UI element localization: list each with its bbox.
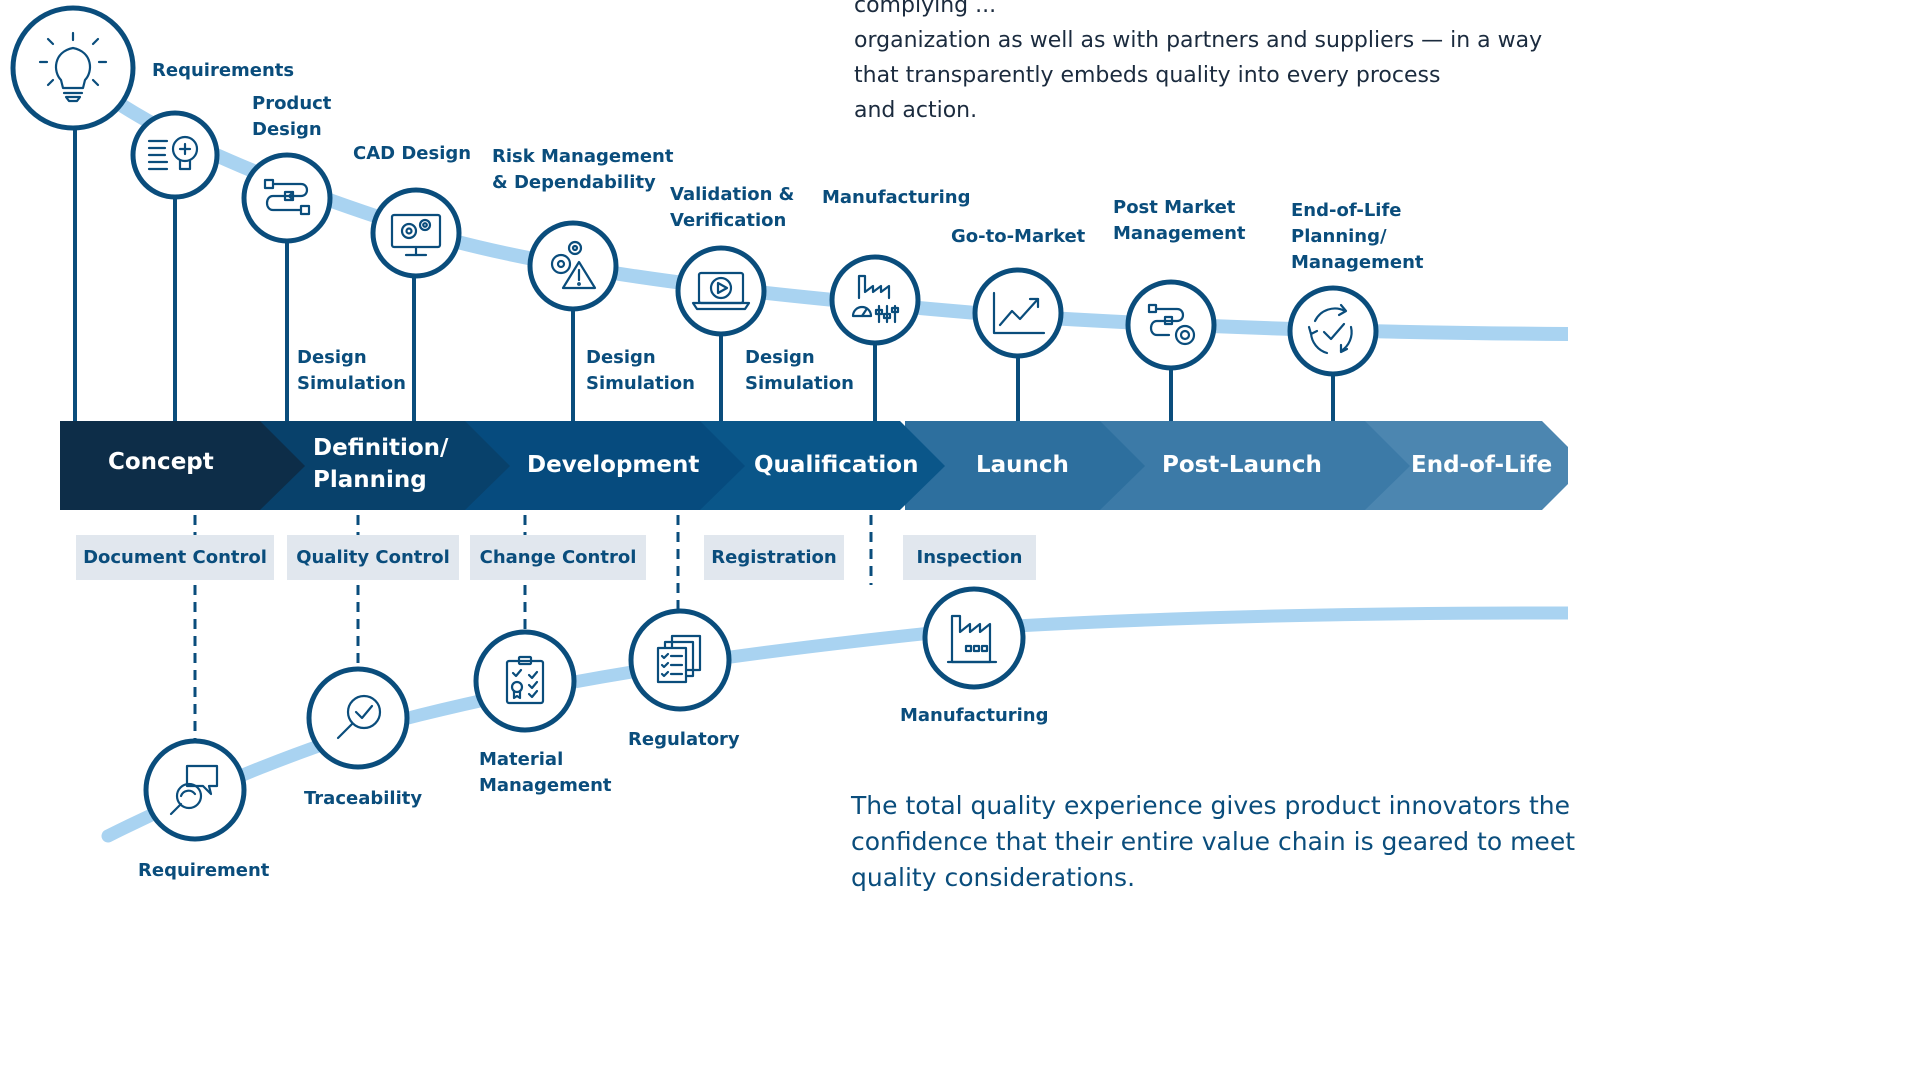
intro-line: organization as well as with partners an… [854,28,1543,53]
phase-label-concept: Concept [108,449,214,475]
tag-change-control: Change Control [470,535,646,580]
lower-label-manufacturing: Manufacturing [900,705,1049,726]
tag-registration: Registration [704,535,844,580]
dashed-connectors [193,515,873,741]
milestone-label-cad-design: CAD Design [353,143,472,164]
lower-label-traceability: Traceability [304,788,423,809]
lower-curve [101,606,1568,843]
process-flow-icon [263,178,311,216]
growth-chart-icon [992,291,1046,335]
magnifier-check-icon [336,694,382,740]
simulation-label: Design Simulation [586,347,695,394]
phase-band-definition [260,421,510,510]
lower-label-regulatory: Regulatory [628,729,740,750]
milestone-label-requirements: Requirements [152,60,295,81]
lower-label-requirement: Requirement [138,860,270,881]
phase-band-concept [60,421,305,510]
phase-band-end-of-life [1360,421,1568,510]
phase-label-post-launch: Post-Launch [1162,452,1322,478]
monitor-gears-icon [390,213,442,257]
phase-label-qualification: Qualification [754,452,919,478]
phase-label-development: Development [527,452,700,478]
milestone-label-manufacturing: Manufacturing [822,187,971,208]
phase-band-post-launch [1090,421,1410,510]
upper-circles [10,5,1379,377]
closing-line: The total quality experience gives produ… [851,791,1571,820]
clipboard-checklist-icon [505,655,545,705]
lightbulb-icon [38,31,108,103]
closing-paragraph: The total quality experience gives produ… [851,788,1575,896]
intro-paragraph: complying ... organization as well as wi… [854,0,1542,128]
factory-icon [946,614,998,664]
timeline-graphic [10,5,1568,843]
milestone-label-post-market: Post Market Management [1113,197,1246,244]
milestone-label-risk-management: Risk Management & Dependability [492,146,674,193]
lower-circles [143,586,1026,842]
phase-label-launch: Launch [976,452,1069,478]
phase-band-launch [905,421,1145,510]
phase-band-development [465,421,745,510]
circle-requirements [10,5,136,131]
milestone-label-go-to-market: Go-to-Market [951,226,1086,247]
idea-list-icon [147,135,199,171]
flow-gear-icon [1147,303,1196,346]
tag-quality-control: Quality Control [287,535,459,580]
lower-label-material-management: Material Management [479,749,612,796]
gears-warning-icon [550,240,597,290]
intro-line: and action. [854,98,978,123]
intro-line: complying ... [854,0,997,18]
intro-line: that transparently embeds quality into e… [854,63,1441,88]
laptop-play-icon [691,271,751,311]
simulation-label: Design Simulation [297,347,406,394]
phase-band-qualification [700,421,945,510]
milestone-label-validation: Validation & Verification [670,184,795,231]
tag-inspection: Inspection [903,535,1036,580]
documents-stack-icon [656,634,702,684]
recycle-check-icon [1307,303,1353,355]
phase-label-definition: Definition/ Planning [313,435,449,493]
phase-label-end-of-life: End-of-Life [1411,452,1553,478]
closing-line: quality considerations. [851,863,1136,892]
quality-lifecycle-diagram: complying ... organization as well as wi… [10,0,1575,892]
factory-controls-icon [851,274,900,324]
upper-stems [73,128,1335,424]
chat-search-icon [169,764,219,816]
closing-line: confidence that their entire value chain… [851,827,1575,856]
phase-band [60,421,1568,510]
milestone-label-end-of-life: End-of-Life Planning/ Management [1291,200,1424,273]
simulation-label: Design Simulation [745,347,854,394]
tag-document-control: Document Control [76,535,274,580]
milestone-label-product-design: Product Design [252,93,332,140]
